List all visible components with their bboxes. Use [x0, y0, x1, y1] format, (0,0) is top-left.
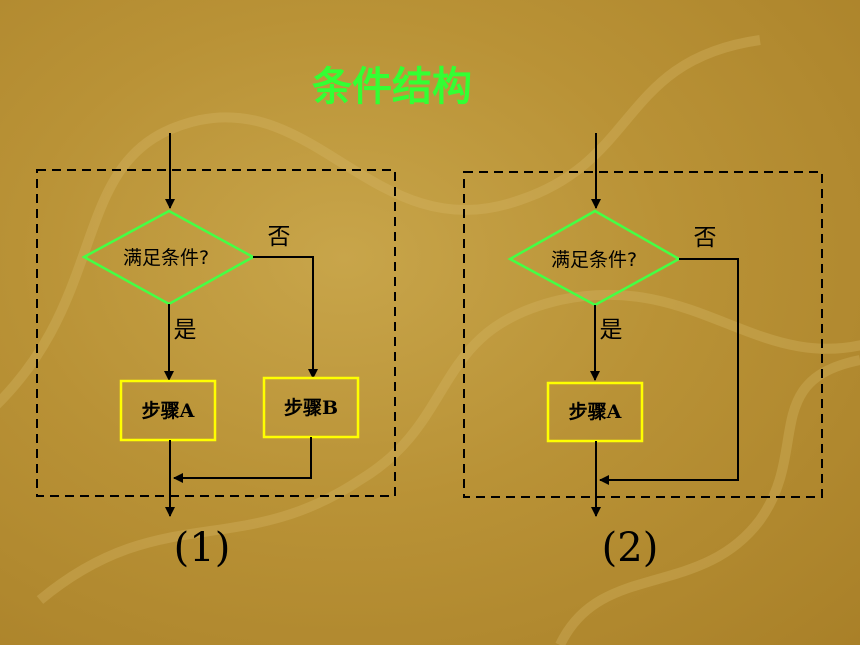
- yes-label-2: 是: [600, 317, 623, 343]
- step-b-label-1: 步骤B: [284, 397, 338, 419]
- decision-label-1: 满足条件?: [123, 247, 209, 269]
- dashed-frame-1: [36, 169, 396, 497]
- background-swirls: [0, 35, 860, 645]
- no-label-1: 否: [268, 224, 291, 250]
- caption-2: (2): [602, 525, 659, 571]
- decision-label-2: 满足条件?: [551, 249, 637, 271]
- flowchart-1: 满足条件? 是 否 步骤A 步骤B (1): [36, 133, 396, 571]
- merge-arrow-1: [173, 437, 312, 483]
- no-arrow-1: [253, 256, 318, 379]
- yes-label-1: 是: [174, 317, 197, 343]
- page-title: 条件结构: [312, 64, 472, 110]
- no-label-2: 否: [694, 225, 717, 251]
- step-a-label-2: 步骤A: [569, 401, 622, 423]
- flowchart-2: 满足条件? 是 否 步骤A (2): [463, 133, 823, 571]
- step-a-box-1: [119, 379, 217, 442]
- caption-1: (1): [174, 525, 231, 571]
- step-a-label-1: 步骤A: [142, 400, 195, 422]
- no-arrow-2: [599, 258, 739, 485]
- dashed-frame-2: [463, 171, 823, 498]
